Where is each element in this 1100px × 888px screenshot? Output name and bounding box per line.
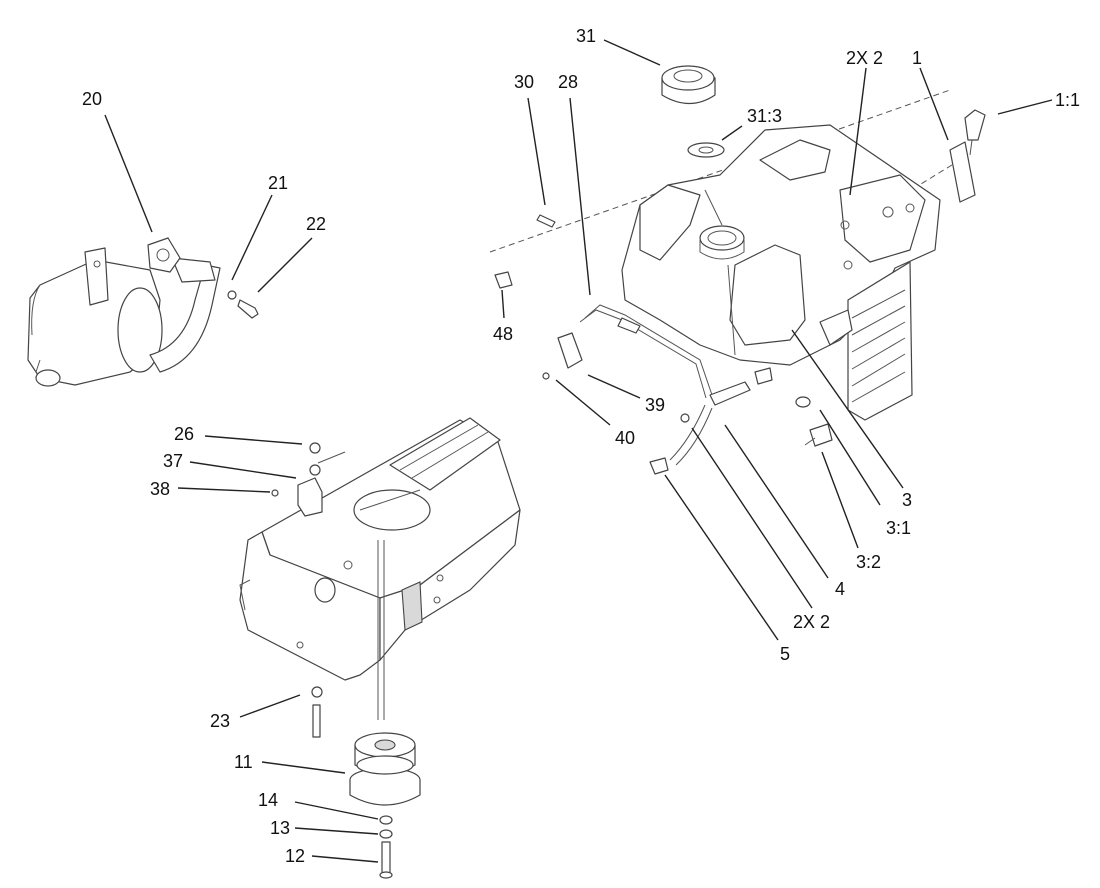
callout-4: 4 [835,579,845,599]
callout-37: 37 [163,451,183,471]
callout-22: 22 [306,214,326,234]
callout-3-2: 3:2 [856,552,881,572]
callout-11: 11 [234,752,253,772]
callout-2x2-top: 2X 2 [846,48,883,68]
callout-38: 38 [150,479,170,499]
callout-28: 28 [558,72,578,92]
callout-3: 3 [902,490,912,510]
callout-1-1: 1:1 [1055,90,1080,110]
callout-2x2-bottom: 2X 2 [793,612,830,632]
callout-23: 23 [210,711,230,731]
muffler-assembly [27,237,259,387]
fuel-tank-assembly [489,65,986,475]
callout-14: 14 [258,790,278,810]
callout-21: 21 [268,173,288,193]
callout-48: 48 [493,324,513,344]
leader-lines [104,39,1053,863]
callout-39: 39 [645,395,665,415]
callout-31-3: 31:3 [747,106,782,126]
callout-30: 30 [514,72,534,92]
callout-26: 26 [174,424,194,444]
callout-labels: 20 21 22 26 37 38 23 11 14 13 12 30 28 3… [82,26,1080,866]
callout-5: 5 [780,644,790,664]
callout-12: 12 [285,846,305,866]
callout-40: 40 [615,428,635,448]
callout-13: 13 [270,818,290,838]
callout-3-1: 3:1 [886,518,911,538]
frame-assembly [239,417,521,879]
callout-1: 1 [912,48,922,68]
callout-31: 31 [576,26,596,46]
callout-20: 20 [82,89,102,109]
